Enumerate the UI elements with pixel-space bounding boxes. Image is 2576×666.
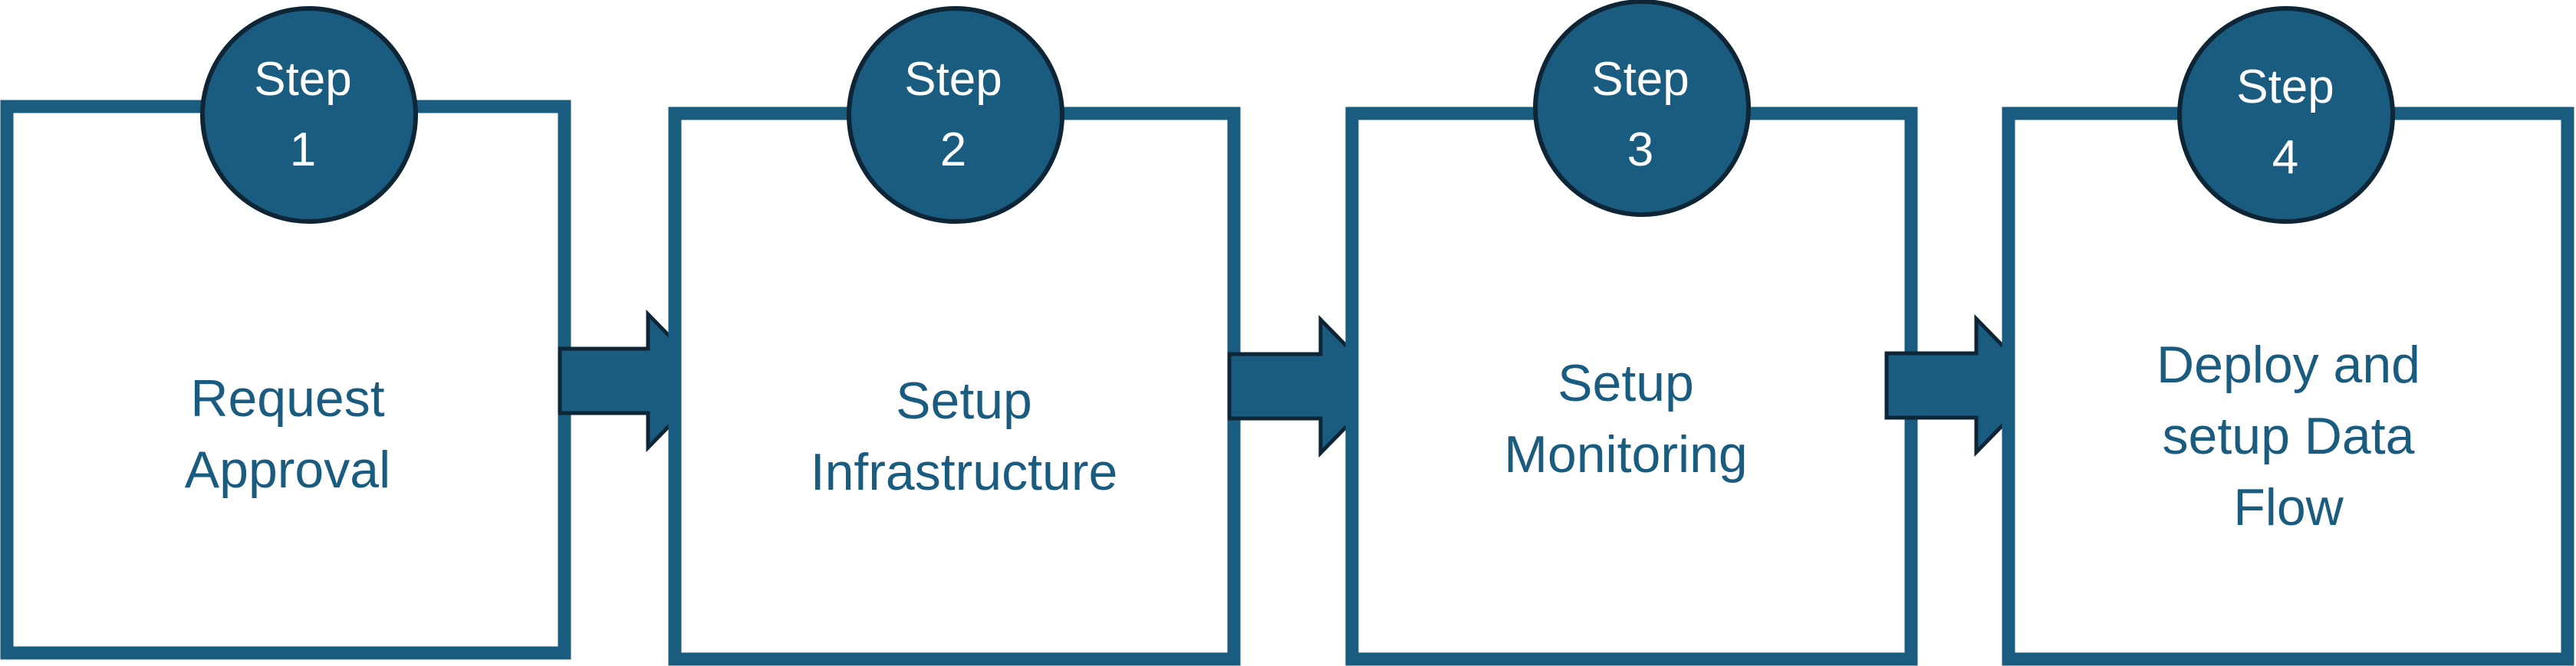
step-3: Setup Monitoring Step 3 <box>1345 0 1918 666</box>
step-1-badge-word: Step <box>254 53 352 106</box>
step-4-badge-number: 4 <box>2272 131 2298 184</box>
step-4-label-line-1: Deploy and <box>2157 336 2420 394</box>
step-3-badge-word: Step <box>1591 53 1689 106</box>
step-1-label-line-1: Request <box>190 369 384 428</box>
step-2-label-line-2: Infrastructure <box>811 443 1118 501</box>
step-4-badge-word: Step <box>2236 61 2334 113</box>
step-2-badge-number: 2 <box>940 123 966 176</box>
step-4-label-line-2: setup Data <box>2163 407 2415 465</box>
step-3-badge <box>1533 0 1751 217</box>
step-1-badge <box>200 6 418 224</box>
step-3-label-line-2: Monitoring <box>1504 425 1748 484</box>
step-3-label-line-1: Setup <box>1558 354 1694 412</box>
step-1: Request Approval Step 1 <box>0 6 571 660</box>
step-2-badge <box>847 6 1064 224</box>
step-1-badge-number: 1 <box>290 123 316 176</box>
step-2-label-line-1: Setup <box>896 372 1032 430</box>
step-4-badge <box>2177 6 2395 224</box>
step-2: Setup Infrastructure Step 2 <box>668 6 1241 666</box>
step-3-badge-number: 3 <box>1627 123 1653 176</box>
step-4: Deploy and setup Data Flow Step 4 <box>2002 6 2574 666</box>
step-1-label-line-2: Approval <box>185 441 390 499</box>
step-4-label-line-3: Flow <box>2233 478 2344 536</box>
step-2-badge-word: Step <box>904 53 1002 106</box>
